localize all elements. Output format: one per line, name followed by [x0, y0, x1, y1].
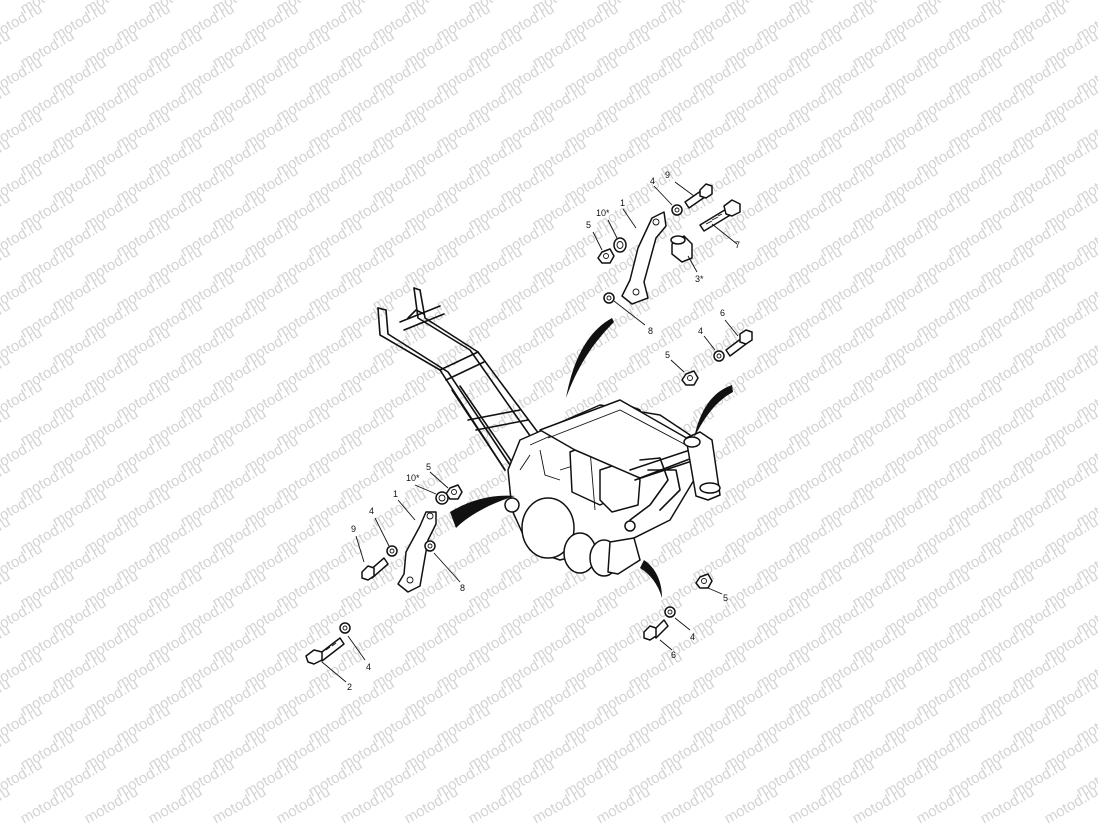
engine-mount-bracket — [621, 211, 667, 305]
callout-8: 8 — [648, 326, 653, 336]
callout-6: 6 — [671, 650, 676, 660]
callout-8: 8 — [460, 583, 465, 593]
bolt-9-left — [361, 557, 389, 581]
bolt-6-right — [725, 329, 753, 357]
callout-10-star: 10* — [596, 208, 610, 218]
callout-4: 4 — [369, 506, 374, 516]
engine-frame-assembly — [377, 287, 721, 577]
callout-1: 1 — [393, 489, 398, 499]
engine-mount-bracket-lower — [397, 511, 437, 593]
callout-9: 9 — [351, 524, 356, 534]
washer-4-lower — [664, 606, 676, 618]
callout-4: 4 — [650, 176, 655, 186]
callout-6: 6 — [720, 308, 725, 318]
swoosh-right — [694, 385, 733, 438]
callout-labels: 9 4 10* 1 5 7 3* 8 6 4 5 5 10* 1 4 9 8 4… — [347, 170, 740, 692]
callout-4: 4 — [366, 662, 371, 672]
callout-2: 2 — [347, 682, 352, 692]
washer-4-far-left — [339, 622, 351, 634]
callout-5: 5 — [426, 462, 431, 472]
right-mount-parts — [681, 329, 753, 386]
nut-8-upper — [603, 292, 615, 304]
swoosh-left — [450, 495, 515, 528]
nut-5-right — [681, 370, 699, 386]
spacer-10-left — [435, 491, 449, 505]
callout-10-star: 10* — [406, 473, 420, 483]
swoosh-bottom — [640, 560, 662, 598]
bolt-6-lower — [643, 619, 669, 641]
long-bolt-7 — [699, 199, 741, 232]
leader-swooshes — [450, 318, 733, 598]
callout-4: 4 — [698, 326, 703, 336]
washer-4-left — [386, 545, 398, 557]
nut-5-upper — [597, 248, 615, 264]
callout-7: 7 — [735, 240, 740, 250]
bolt-9-upper — [684, 183, 713, 209]
subframe-rails — [377, 287, 549, 471]
lower-right-mount-parts — [643, 573, 713, 641]
washer-4-upper — [671, 204, 683, 216]
upper-mount-parts — [597, 183, 741, 305]
callout-5: 5 — [586, 220, 591, 230]
front-frame-tubes — [539, 399, 721, 532]
spacer-10 — [613, 237, 627, 253]
callout-3-star: 3* — [695, 274, 704, 284]
bushing-3 — [670, 235, 693, 263]
leader-lines — [321, 181, 739, 683]
callout-9: 9 — [665, 170, 670, 180]
callout-1: 1 — [620, 198, 625, 208]
callout-5: 5 — [723, 593, 728, 603]
swoosh-top — [566, 318, 614, 398]
washer-4-right — [713, 350, 725, 362]
lower-left-mount-parts — [305, 484, 463, 665]
callout-4: 4 — [690, 632, 695, 642]
bolt-2 — [305, 637, 345, 665]
callout-5: 5 — [665, 350, 670, 360]
nut-8-left — [424, 540, 436, 552]
